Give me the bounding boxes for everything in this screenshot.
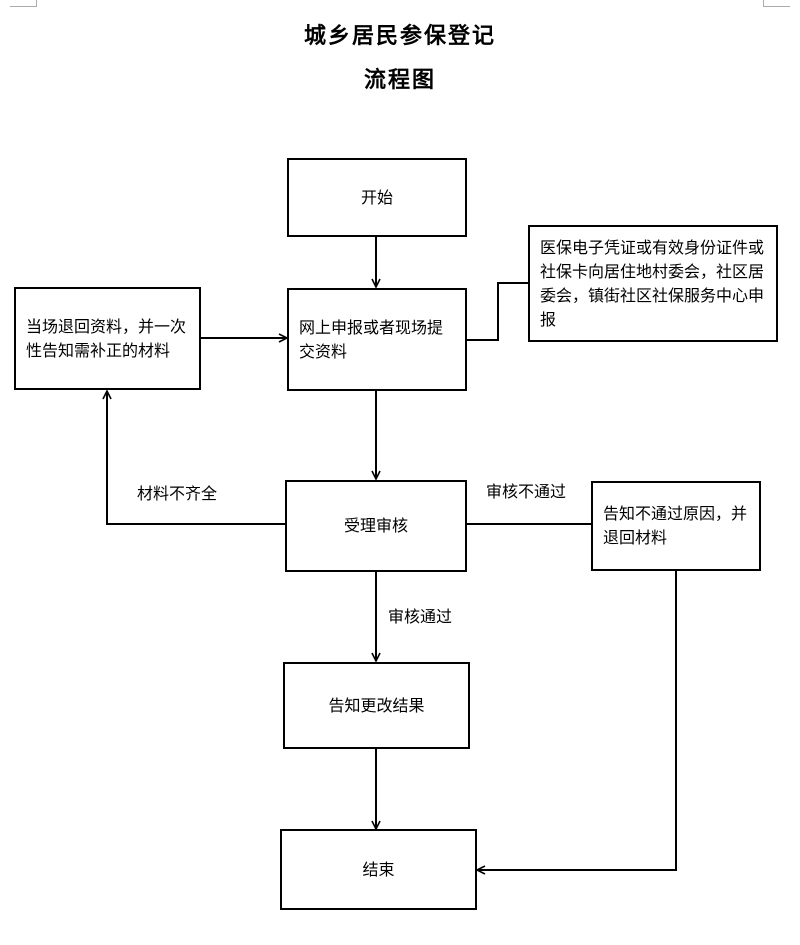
- node-submit-label: 网上申报或者现场提交资料: [299, 317, 444, 361]
- node-start-label: 开始: [360, 187, 393, 207]
- node-review-label: 受理审核: [343, 516, 408, 535]
- node-return-incomplete-label: 当场退回资料，并一次性告知需补正的材料: [26, 316, 187, 360]
- edge-label-incomplete: 材料不齐全: [137, 484, 218, 503]
- connector-submit-to-channels: [467, 282, 528, 341]
- node-reject-notice-label: 告知不通过原因，并退回材料: [603, 504, 748, 547]
- diagram-title: 城乡居民参保登记: [303, 24, 496, 49]
- node-end-label: 结束: [362, 859, 395, 879]
- node-channels: 医保电子凭证或有效身份证件或社保卡向居住地村委会，社区居委会，镇街社区社保服务中…: [528, 225, 778, 342]
- node-start: 开始: [287, 158, 467, 237]
- page-corner-mark-right: [763, 0, 790, 7]
- arrow-review-to-return: [107, 391, 285, 525]
- node-result-notice-label: 告知更改结果: [328, 695, 425, 715]
- arrow-reject-to-end: [477, 571, 677, 870]
- diagram-subtitle: 流程图: [363, 68, 436, 93]
- node-end: 结束: [280, 829, 477, 910]
- node-reject-notice: 告知不通过原因，并退回材料: [591, 481, 761, 571]
- page-corner-mark-left: [10, 0, 37, 7]
- edge-label-approved: 审核通过: [388, 607, 453, 626]
- node-channels-label: 医保电子凭证或有效身份证件或社保卡向居住地村委会，社区居委会，镇街社区社保服务中…: [540, 237, 765, 329]
- node-result-notice: 告知更改结果: [283, 662, 470, 749]
- node-review: 受理审核: [285, 480, 467, 572]
- node-return-incomplete: 当场退回资料，并一次性告知需补正的材料: [14, 287, 201, 390]
- edge-label-rejected: 审核不通过: [486, 482, 567, 501]
- node-submit: 网上申报或者现场提交资料: [287, 288, 467, 391]
